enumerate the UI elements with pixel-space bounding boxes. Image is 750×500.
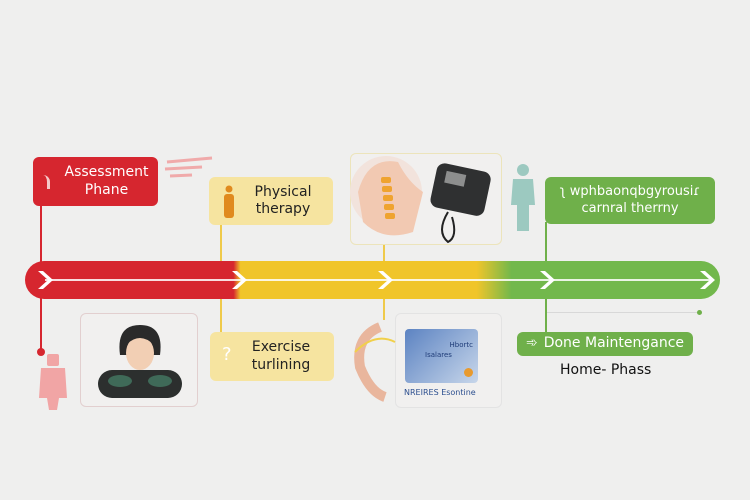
info-card-caption: NREIRES Esontine — [404, 388, 476, 397]
speed-lines-icon — [164, 156, 213, 178]
red-figure-icon — [39, 354, 67, 410]
assessment-line2: Phane — [84, 181, 129, 198]
maintenance-text: Done Maintengance — [543, 335, 685, 352]
exercise-line2: turlining — [251, 356, 311, 373]
question-icon: ? — [222, 344, 232, 365]
physical-line1: Physical — [254, 183, 312, 200]
person-icon — [224, 185, 234, 218]
badge-icon — [464, 368, 473, 377]
stretching-arm-icon — [354, 322, 396, 402]
info-card: Hbortc Isalares — [405, 329, 478, 383]
divider-dot — [697, 310, 702, 315]
arrow-icon: ➾ — [525, 335, 538, 352]
patient-figure-icon — [511, 164, 535, 231]
carnal-line1: ʅ wphbaonqbgyrousiɾ — [559, 184, 701, 200]
carnal-line2: carnral therrny — [581, 200, 679, 216]
connector-dot — [37, 348, 45, 356]
spine-and-tens-device-icon — [350, 156, 491, 244]
patient-with-neck-brace-icon — [98, 325, 182, 398]
assessment-icon — [43, 175, 50, 189]
assessment-line1: Assessment — [64, 164, 149, 180]
exercise-line1: Exercise — [251, 339, 311, 355]
info-card-title: Hbortc — [449, 341, 473, 349]
info-card-subtitle: Isalares — [425, 351, 452, 359]
physical-line2: therapy — [255, 201, 311, 217]
home-phase-label: Home- Phass — [560, 362, 652, 378]
divider-line — [547, 312, 699, 313]
maintenance-label: ➾ Done Maintengance — [517, 332, 693, 356]
chevron-icons — [38, 271, 715, 289]
